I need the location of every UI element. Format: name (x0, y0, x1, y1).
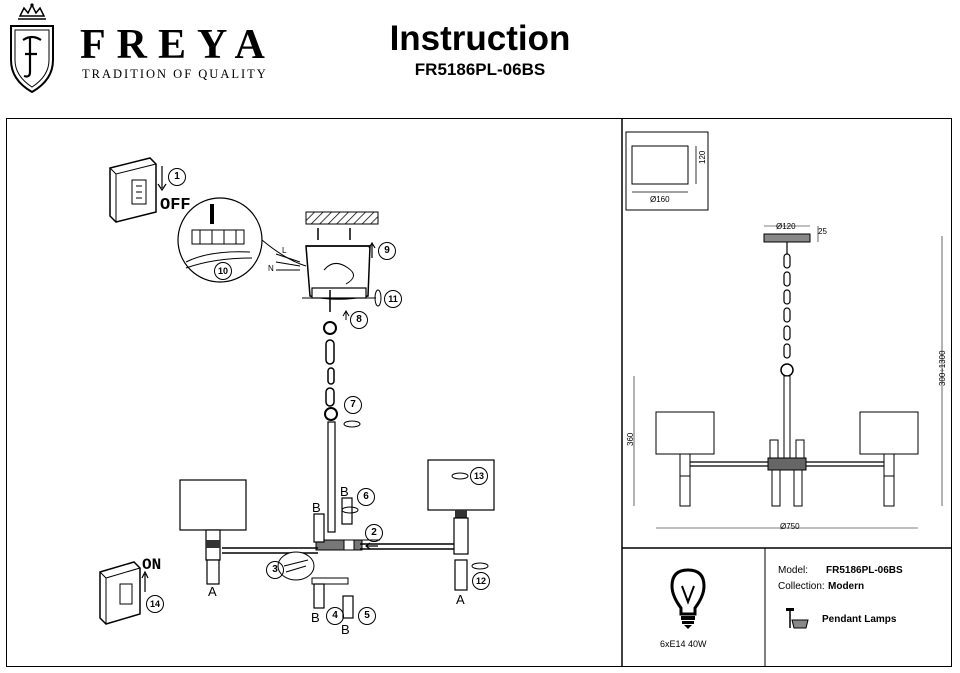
bulb-spec: 6xE14 40W (660, 639, 707, 649)
pendant-lamp-icon (784, 606, 814, 632)
off-label: OFF (160, 196, 191, 215)
step-number-9: 9 (378, 242, 396, 260)
dim-shade-height: 120 (698, 150, 707, 164)
page-title: Instruction (389, 19, 571, 58)
bulb-icon (668, 568, 708, 630)
dimension-drawing (625, 131, 943, 529)
part-label-a-left: A (208, 584, 217, 599)
model-code-heading: FR5186PL-06BS (414, 60, 546, 79)
step-number-12: 12 (472, 572, 490, 590)
brand-tagline: TRADITION OF QUALITY (82, 67, 268, 81)
part-label-b-3: B (311, 610, 320, 625)
step-number-1: 1 (168, 168, 186, 186)
brand-name: FREYA (80, 22, 276, 68)
dim-body-height: 360 (626, 432, 635, 446)
dim-canopy-height: 25 (818, 227, 827, 236)
dim-shade-width: Ø160 (650, 195, 670, 204)
part-label-a-right: A (456, 592, 465, 607)
step-number-8: 8 (350, 311, 368, 329)
wire-label-n: N (268, 264, 274, 273)
wire-label-l: L (282, 246, 287, 255)
instruction-frame (6, 118, 952, 667)
part-label-b-4: B (341, 622, 350, 637)
part-label-b-2: B (340, 484, 349, 499)
power-switch-off-icon (109, 157, 157, 223)
part-label-b-1: B (312, 500, 321, 515)
type-value: Pendant Lamps (822, 614, 897, 625)
step-number-3: 3 (266, 561, 284, 579)
collection-label: Collection: (778, 581, 825, 592)
on-label: ON (142, 556, 162, 574)
power-switch-on-icon (99, 561, 141, 625)
collection-value: Modern (828, 581, 865, 592)
step-number-11: 11 (384, 290, 402, 308)
step-number-6: 6 (357, 488, 375, 506)
logo-emblem-icon (6, 2, 58, 94)
step-number-4: 4 (326, 607, 344, 625)
step-number-5: 5 (358, 607, 376, 625)
step-number-10: 10 (214, 262, 232, 280)
step-number-13: 13 (470, 467, 488, 485)
model-value: FR5186PL-06BS (826, 565, 903, 576)
step-number-14: 14 (146, 595, 164, 613)
dim-overall-width: Ø750 (780, 522, 800, 531)
dim-total-height: 300÷1300 (938, 350, 947, 386)
dim-canopy-diameter: Ø120 (776, 222, 796, 231)
model-label: Model: (778, 565, 809, 576)
step-number-2: 2 (365, 524, 383, 542)
step-number-7: 7 (344, 396, 362, 414)
